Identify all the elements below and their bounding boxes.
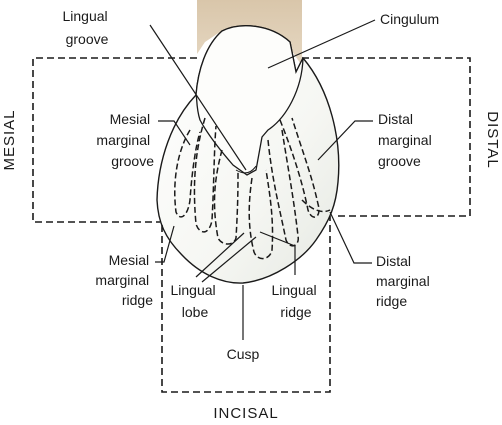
- label-lingual-lobe: Lingual lobe: [170, 282, 219, 320]
- distal-marginal-groove-leader: [317, 120, 373, 161]
- lingual-groove-line: [235, 165, 257, 174]
- label-lingual-ridge: Lingual ridge: [271, 282, 320, 320]
- distal-ridge-dashed: [301, 199, 331, 213]
- orientation-brackets: [32, 57, 471, 393]
- mesial-marginal-ridge-leader: [155, 225, 175, 263]
- lingual-lobe-dashed: [213, 149, 239, 245]
- lingual-lobe-leader-a: [195, 232, 245, 278]
- label-distal-marginal-groove: Distal marginal groove: [378, 111, 436, 169]
- mesial-lobe-dashed: [193, 117, 217, 233]
- mesial-bracket: [32, 57, 197, 223]
- label-mesial-marginal-groove: Mesial marginal groove: [96, 111, 154, 169]
- mesial-marginal-groove-dashed: [174, 129, 201, 218]
- cingulum-leader: [267, 19, 376, 69]
- label-lingual-groove: Lingual groove: [62, 8, 111, 47]
- mesial-marginal-groove-leader: [158, 120, 191, 146]
- leader-lines: [149, 19, 376, 340]
- distal-marginal-ridge-leader: [329, 211, 372, 264]
- tooth-root: [197, 0, 302, 66]
- label-cingulum: Cingulum: [380, 11, 439, 27]
- side-label-mesial: MESIAL: [1, 109, 18, 170]
- distal-marginal-groove-dashed: [279, 117, 320, 218]
- side-label-incisal: INCISAL: [213, 405, 278, 422]
- lingual-lobe-leader-b: [201, 236, 257, 283]
- label-distal-marginal-ridge: Distal marginal ridge: [376, 253, 434, 309]
- central-lobe-dashed: [248, 169, 274, 260]
- incisal-bracket: [161, 216, 331, 393]
- label-cusp: Cusp: [227, 346, 260, 362]
- side-label-distal: DISTAL: [484, 111, 501, 168]
- distal-bracket: [302, 57, 471, 217]
- label-mesial-marginal-ridge: Mesial marginal ridge: [95, 252, 153, 308]
- lingual-groove-leader: [149, 24, 247, 171]
- lingual-ridge-leader: [259, 231, 296, 275]
